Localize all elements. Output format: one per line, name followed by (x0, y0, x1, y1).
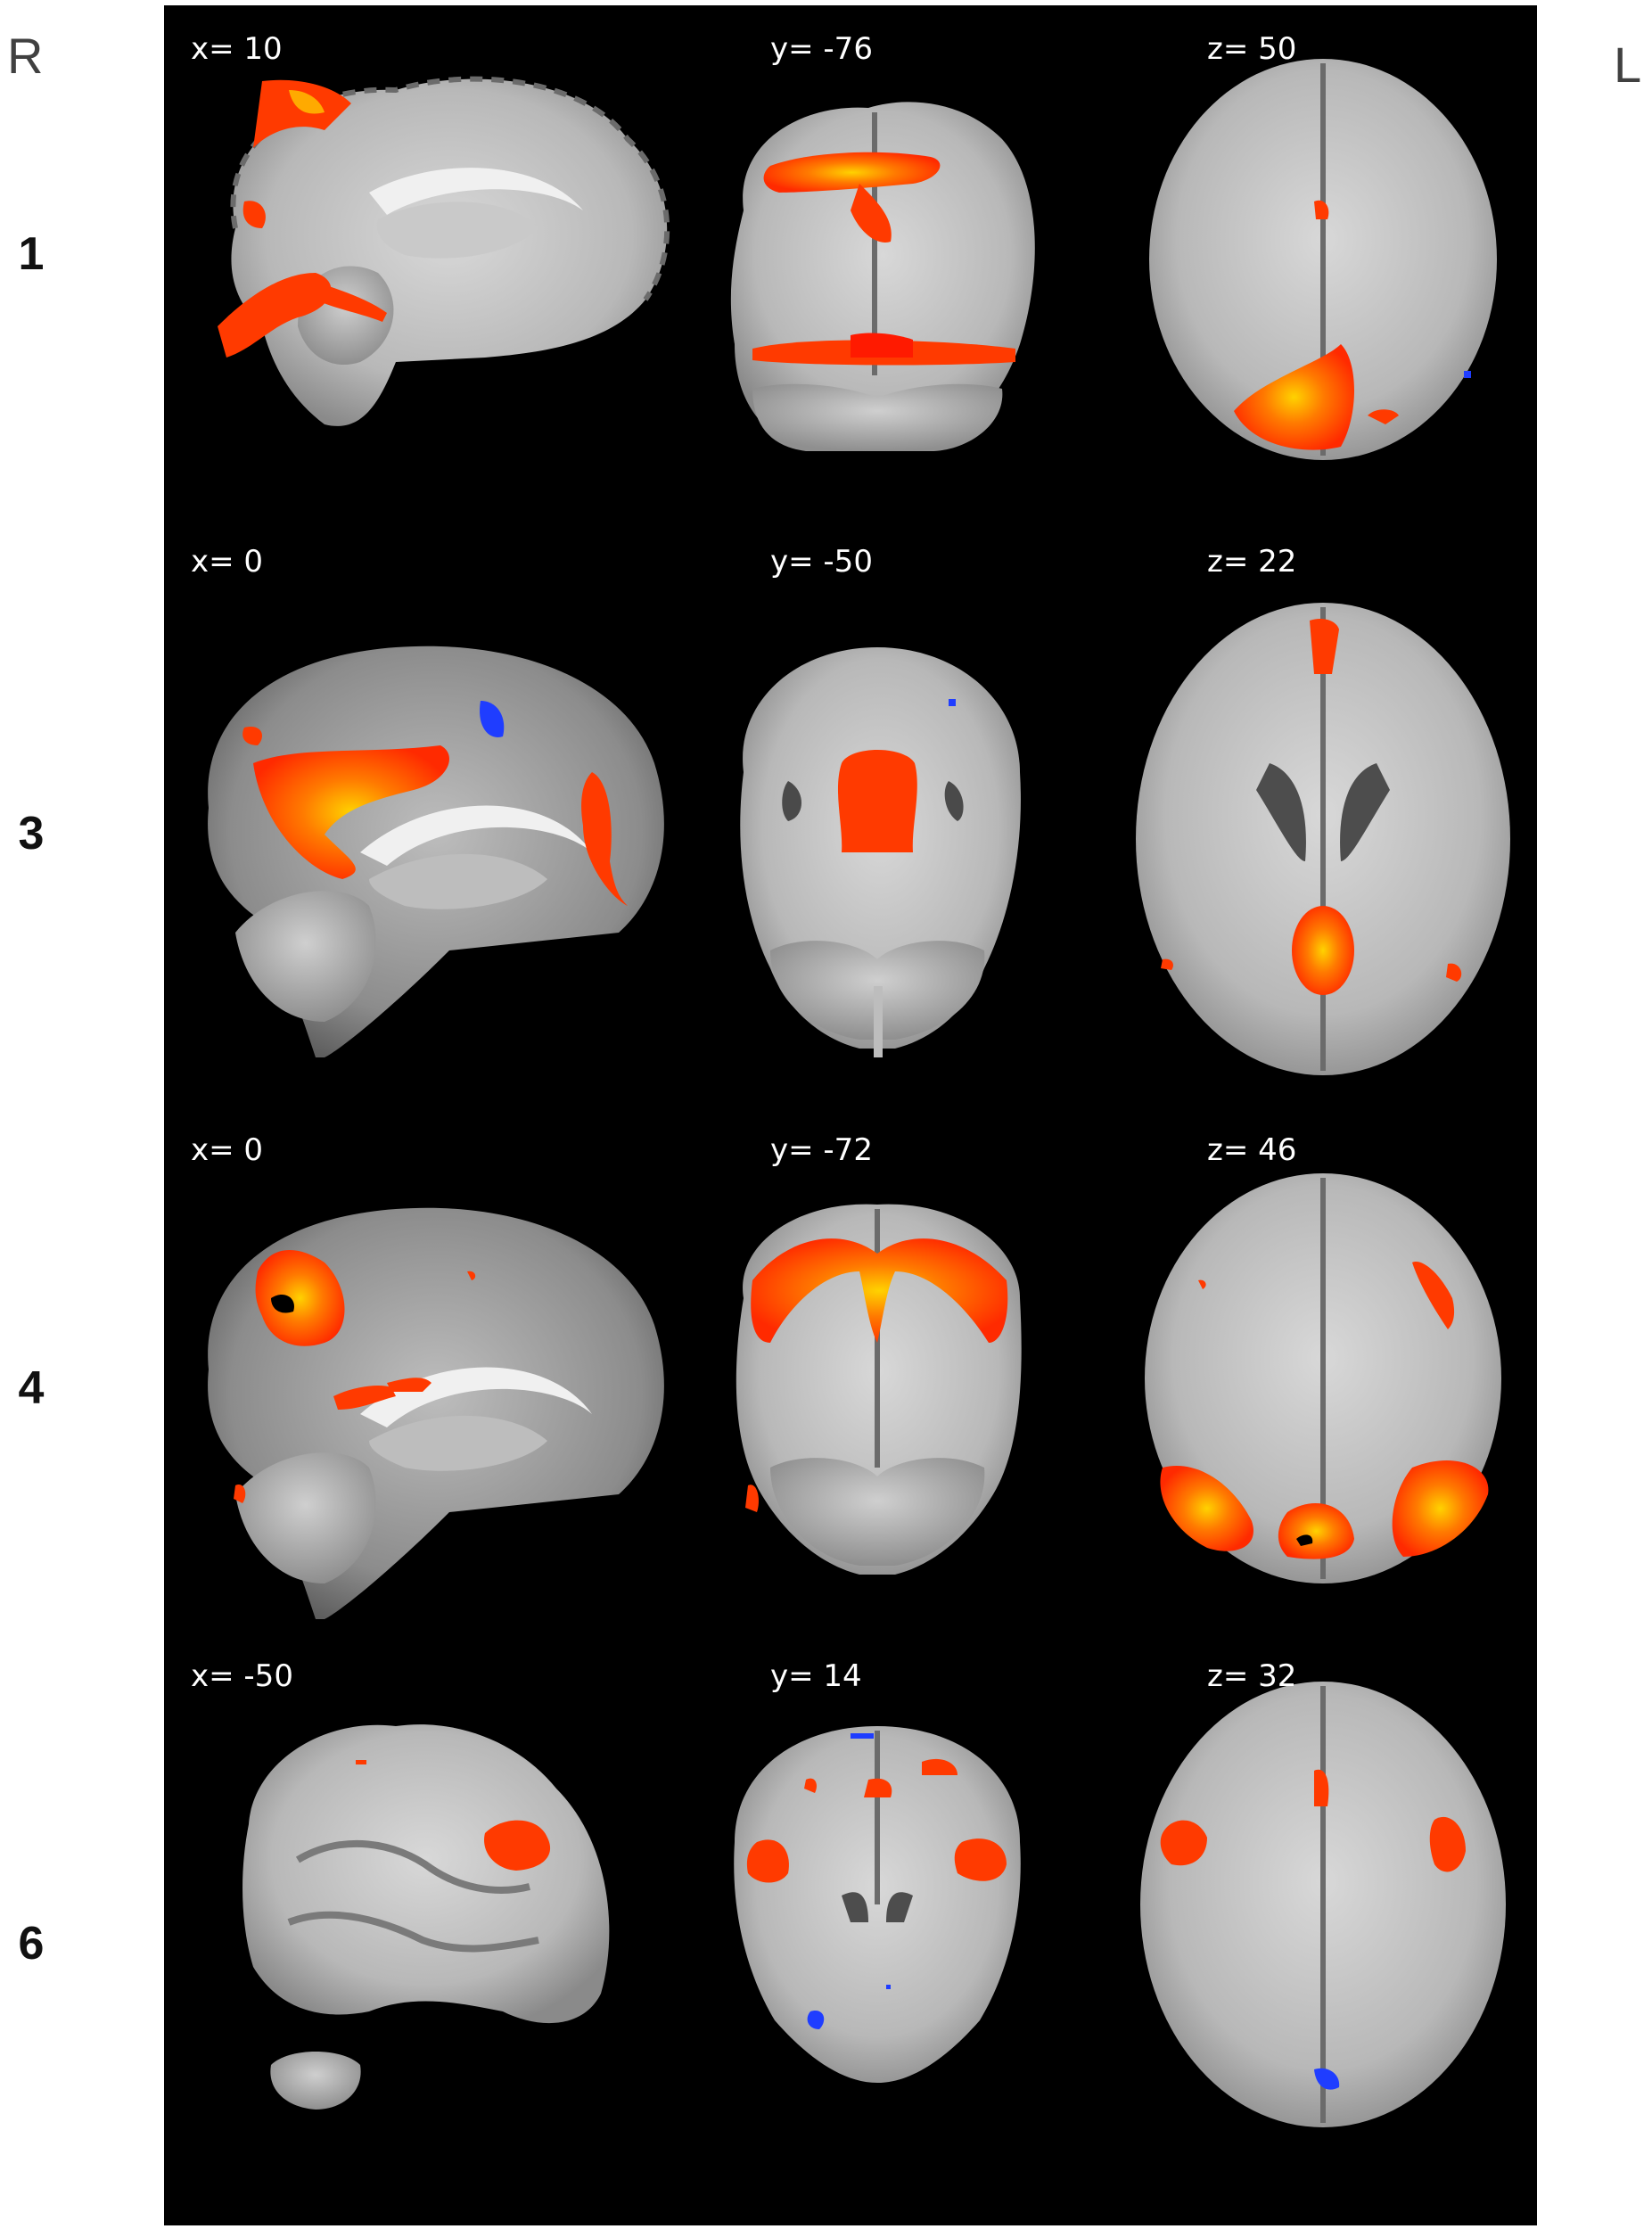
row-label-3: 3 (18, 808, 45, 860)
row-label-6: 6 (18, 1918, 45, 1970)
orientation-right-label: R (7, 28, 44, 84)
row4-sagittal-slice (208, 1207, 664, 1619)
row3-axial-slice (1136, 603, 1510, 1075)
coord-label-r3-axial: z= 22 (1207, 544, 1296, 580)
orientation-left-label: L (1614, 37, 1642, 93)
row-label-1: 1 (18, 228, 45, 280)
coord-label-r1-coronal: y= -76 (770, 31, 873, 67)
coord-label-r4-axial: z= 46 (1207, 1132, 1296, 1168)
coord-label-r1-axial: z= 50 (1207, 31, 1296, 67)
row1-coronal-slice (730, 102, 1035, 451)
brain-slice-figure: x= 10 y= -76 z= 50 (164, 5, 1537, 2225)
row3-coronal-slice (740, 647, 1021, 1057)
row6-coronal-slice (734, 1726, 1021, 2083)
row6-sagittal-slice (242, 1724, 610, 2110)
row1-axial-slice (1149, 59, 1497, 460)
row-label-4: 4 (18, 1362, 45, 1414)
row3-sagittal-slice (208, 646, 664, 1057)
row1-sagittal-slice (218, 76, 670, 426)
row4-axial-slice (1145, 1173, 1501, 1583)
coord-label-r4-coronal: y= -72 (770, 1132, 873, 1168)
coord-label-r6-axial: z= 32 (1207, 1658, 1296, 1694)
coord-label-r3-sagittal: x= 0 (191, 544, 263, 580)
brain-slices-graphic: x= 10 y= -76 z= 50 (191, 31, 1510, 2127)
coord-label-r3-coronal: y= -50 (770, 544, 873, 580)
coord-label-r4-sagittal: x= 0 (191, 1132, 263, 1168)
coord-label-r6-coronal: y= 14 (770, 1658, 862, 1694)
row6-axial-slice (1140, 1682, 1506, 2127)
coord-label-r6-sagittal: x= -50 (191, 1658, 293, 1694)
row4-coronal-slice (736, 1204, 1022, 1575)
coord-label-r1-sagittal: x= 10 (191, 31, 283, 67)
